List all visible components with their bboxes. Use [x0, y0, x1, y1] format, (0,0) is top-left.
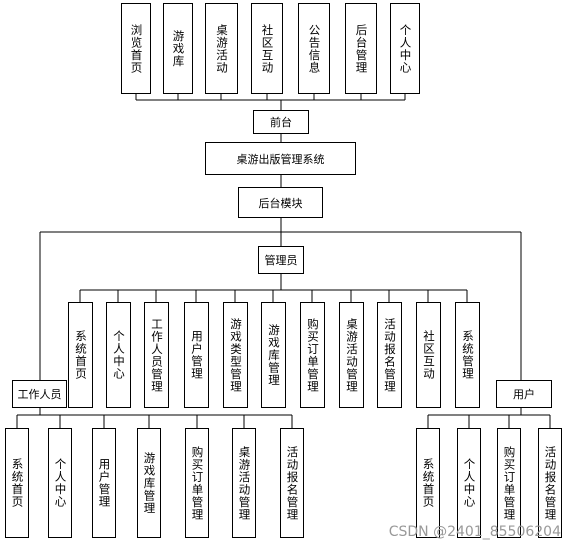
user-module-3: 活动报名管理 [538, 428, 562, 538]
front-module-4: 公告信息 [298, 3, 330, 94]
staff-module-2: 用户管理 [92, 428, 116, 538]
front-module-0: 浏览首页 [121, 3, 151, 94]
admin-module-3: 用户管理 [184, 302, 209, 408]
front-module-5: 后台管理 [345, 3, 377, 94]
staff-module-5: 桌游活动管理 [232, 428, 256, 538]
user-module-1: 个人中心 [457, 428, 481, 538]
user-module-2: 购买订单管理 [497, 428, 521, 538]
staff-module-0: 系统首页 [5, 428, 29, 538]
admin-module-7: 桌游活动管理 [339, 302, 364, 408]
staff-module-1: 个人中心 [48, 428, 72, 538]
staff-module-3: 游戏库管理 [137, 428, 161, 538]
admin-node: 管理员 [258, 246, 304, 274]
front-module-3: 社区互动 [251, 3, 283, 94]
system-node: 桌游出版管理系统 [205, 142, 356, 175]
admin-module-1: 个人中心 [106, 302, 131, 408]
front-module-2: 桌游活动 [205, 3, 238, 94]
admin-module-2: 工作人员管理 [144, 302, 169, 408]
watermark: CSDN @2401_85506204 [388, 524, 561, 540]
staff-module-6: 活动报名管理 [280, 428, 304, 538]
staff-module-4: 购买订单管理 [185, 428, 209, 538]
admin-module-5: 游戏库管理 [261, 302, 286, 408]
backend-node: 后台模块 [238, 187, 323, 218]
front-node: 前台 [253, 110, 309, 134]
admin-module-9: 社区互动 [416, 302, 441, 408]
admin-module-4: 游戏类型管理 [223, 302, 248, 408]
admin-module-8: 活动报名管理 [377, 302, 402, 408]
user-node: 用户 [496, 380, 552, 408]
admin-module-10: 系统管理 [455, 302, 480, 408]
admin-module-6: 购买订单管理 [300, 302, 325, 408]
front-module-6: 个人中心 [390, 3, 420, 94]
user-module-0: 系统首页 [416, 428, 440, 538]
staff-node: 工作人员 [12, 380, 67, 408]
front-module-1: 游戏库 [163, 3, 193, 94]
admin-module-0: 系统首页 [68, 302, 93, 408]
